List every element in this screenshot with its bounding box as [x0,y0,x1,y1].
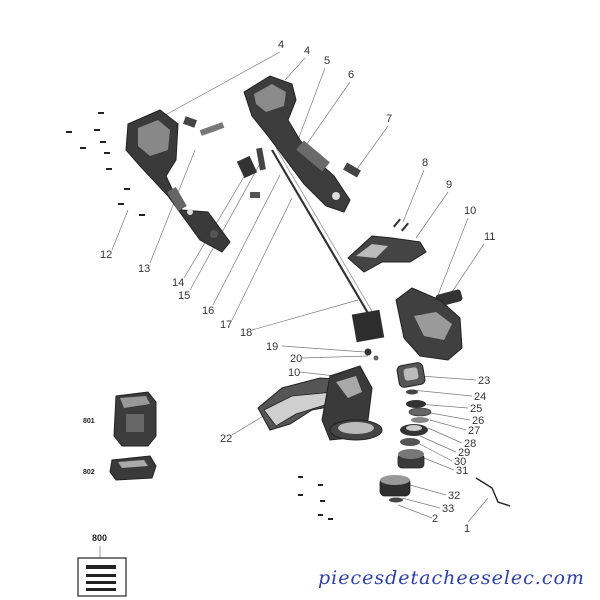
callout-14: 14 [172,277,184,289]
housing-half-right [243,75,351,213]
callout-7: 7 [386,113,392,125]
callout-1: 1 [464,523,470,535]
callout-labels: 4 4 5 6 7 8 9 10 11 12 13 14 15 16 17 18… [83,39,495,543]
callout-8: 8 [422,157,428,169]
callout-26: 26 [472,415,484,427]
callout-23: 23 [478,375,490,387]
callout-17: 17 [220,319,232,331]
callout-31: 31 [456,465,468,477]
callout-28: 28 [464,438,476,450]
callout-33: 33 [442,503,454,515]
part-8-screws [393,218,409,232]
callout-800: 800 [92,533,107,543]
callout-10b: 10 [288,367,300,379]
guard-assembly [257,365,383,441]
screw-set-left [66,112,145,216]
spool-stack [379,389,432,503]
auxiliary-handle [347,235,427,273]
callout-9: 9 [446,179,452,191]
callout-15: 15 [178,290,190,302]
battery-large [113,391,157,447]
kit-box-icon [77,557,127,597]
callout-27: 27 [468,425,480,437]
callout-5: 5 [324,55,330,67]
callout-4b: 4 [304,45,310,57]
motor-cover-upper [395,287,463,361]
callout-29: 29 [458,447,470,459]
callout-19: 19 [266,341,278,353]
callout-4a: 4 [278,39,284,51]
leader-lines [99,51,489,558]
callout-10a: 10 [464,205,476,217]
callout-22: 22 [220,433,232,445]
parts-19-20 [364,348,379,361]
callout-16: 16 [202,305,214,317]
callout-6: 6 [348,69,354,81]
housing-half-left [125,109,231,253]
callout-30: 30 [454,456,466,468]
watermark-text: piecesdetacheeselec.com [318,567,585,589]
callout-11: 11 [484,231,495,243]
callout-13: 13 [138,263,150,275]
shaft [271,147,385,343]
callout-801: 801 [83,418,95,425]
battery-small [109,455,157,481]
callout-802: 802 [83,469,95,476]
callout-32: 32 [448,490,460,502]
small-parts-13-15 [182,116,266,198]
motor [396,362,426,388]
callout-24: 24 [474,391,486,403]
callout-25: 25 [470,403,482,415]
callout-12: 12 [100,249,112,261]
screw-set-bottom [298,476,333,520]
part-7-clip [343,162,361,178]
callout-20: 20 [290,353,302,365]
callout-2: 2 [432,513,438,525]
callout-18: 18 [240,327,252,339]
trimmer-wire-part-1 [475,477,511,507]
